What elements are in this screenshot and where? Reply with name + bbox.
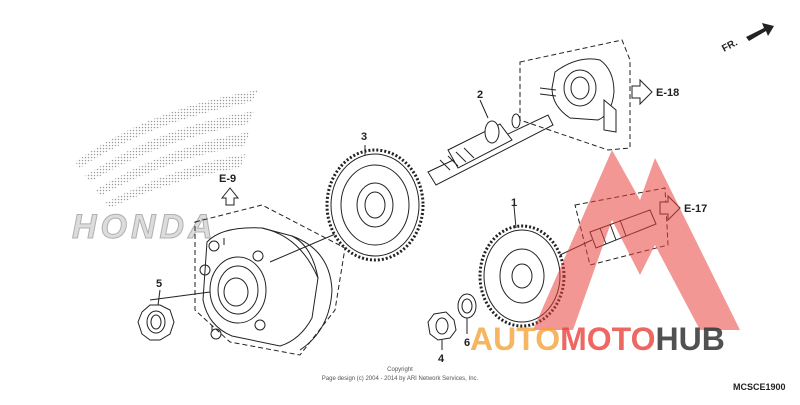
overlay-text: AUTOMOTOHUB — [470, 321, 725, 357]
part-4-nut — [427, 311, 457, 350]
front-direction-indicator: FR. — [720, 23, 774, 55]
callout-2: 2 — [477, 89, 483, 101]
diagram-code: MCSCE1900 — [733, 382, 786, 392]
honda-wing-watermark: HONDA — [72, 90, 258, 247]
ref-e18: E-18 — [631, 78, 679, 106]
part-3-gear — [325, 145, 425, 262]
ref-e9: E-9 — [219, 173, 240, 206]
overlay-word-auto: AUTO — [470, 321, 560, 357]
up-arrow-icon — [220, 187, 240, 206]
callout-4: 4 — [438, 353, 445, 365]
part-2-shaft — [427, 99, 554, 186]
right-arrow-icon — [631, 78, 653, 106]
copyright-line-1: Copyright — [387, 367, 413, 373]
callout-1: 1 — [511, 197, 517, 209]
callout-labels: 1 2 3 4 5 6 — [156, 89, 517, 365]
fr-label: FR. — [720, 37, 740, 54]
ref-e17-label: E-17 — [684, 203, 707, 215]
bearing-assembly — [519, 39, 631, 151]
automotohub-overlay: AUTOMOTOHUB — [470, 150, 740, 357]
callout-3: 3 — [361, 131, 367, 143]
copyright-line-2: Page design (c) 2004 - 2014 by ARI Netwo… — [322, 376, 479, 382]
honda-wordmark: HONDA — [72, 208, 217, 246]
callout-6: 6 — [464, 337, 470, 349]
overlay-word-hub: HUB — [655, 321, 724, 357]
part-1-gear — [478, 205, 566, 328]
part-6-washer — [457, 293, 477, 334]
part-5-nut — [137, 289, 175, 341]
ref-e9-label: E-9 — [219, 173, 236, 185]
triangle-logo-icon — [533, 150, 740, 330]
fr-arrow-icon — [746, 23, 774, 41]
callout-5: 5 — [156, 278, 162, 290]
overlay-word-moto: MOTO — [560, 321, 655, 357]
ref-e18-label: E-18 — [656, 87, 679, 99]
housing-assembly — [149, 204, 346, 356]
